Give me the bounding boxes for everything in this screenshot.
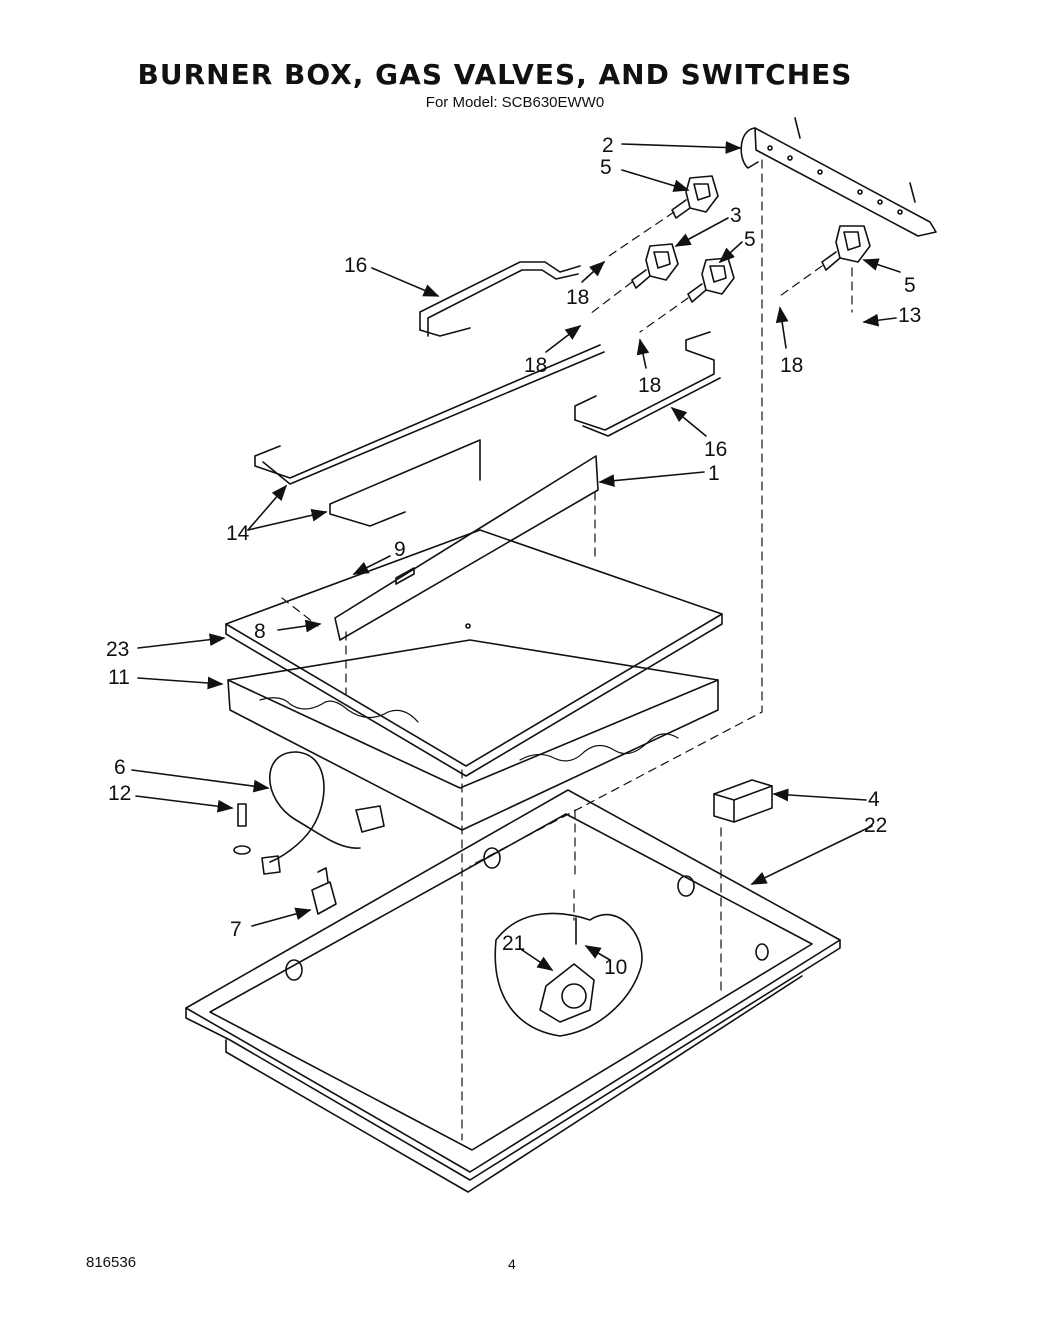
gas-valve — [687, 257, 735, 303]
wire-harness — [261, 751, 385, 875]
callout-4: 4 — [868, 788, 880, 811]
callout-18: 18 — [524, 354, 547, 377]
callout-labels: 2 5 3 5 5 13 16 18 18 18 18 16 1 14 9 8 … — [106, 134, 921, 979]
burner-tube — [574, 331, 721, 437]
callout-13: 13 — [898, 304, 921, 327]
page-number: 4 — [508, 1256, 516, 1272]
callout-9: 9 — [394, 538, 406, 561]
callout-1: 1 — [708, 462, 720, 485]
callout-6: 6 — [114, 756, 126, 779]
callout-22: 22 — [864, 814, 887, 837]
callout-5: 5 — [600, 156, 612, 179]
page-title: BURNER BOX, GAS VALVES, AND SWITCHES — [137, 58, 853, 91]
document-code: 816536 — [86, 1254, 137, 1271]
callout-2: 2 — [602, 134, 614, 157]
callout-16: 16 — [344, 254, 367, 277]
callout-5: 5 — [904, 274, 916, 297]
gas-valve — [821, 225, 871, 271]
callout-3: 3 — [730, 204, 742, 227]
callout-8: 8 — [254, 620, 266, 643]
pressure-regulator-cutaway — [494, 912, 643, 1037]
gas-manifold — [740, 117, 937, 237]
callout-18: 18 — [566, 286, 589, 309]
callout-16: 16 — [704, 438, 727, 461]
burner-box-tray — [225, 529, 723, 777]
callout-5: 5 — [744, 228, 756, 251]
burner-tube — [419, 261, 581, 337]
callout-arrows — [131, 141, 901, 971]
callout-18: 18 — [638, 374, 661, 397]
gas-valve — [631, 243, 679, 289]
burner-box-cover — [334, 455, 599, 641]
callout-21: 21 — [502, 932, 525, 955]
callout-11: 11 — [108, 666, 130, 689]
base-pan — [185, 789, 841, 1193]
spark-module — [713, 779, 773, 823]
callout-10: 10 — [604, 956, 627, 979]
screw — [233, 803, 251, 855]
callout-18: 18 — [780, 354, 803, 377]
gas-valve — [671, 175, 719, 219]
callout-12: 12 — [108, 782, 131, 805]
model-subtitle: For Model: SCB630EWW0 — [425, 94, 605, 111]
insulation-pad — [227, 639, 719, 831]
burner-tube — [254, 344, 605, 485]
switch — [311, 867, 337, 915]
callout-23: 23 — [106, 638, 129, 661]
burner-tube — [329, 439, 481, 527]
callout-7: 7 — [230, 918, 242, 941]
callout-14: 14 — [226, 522, 250, 545]
